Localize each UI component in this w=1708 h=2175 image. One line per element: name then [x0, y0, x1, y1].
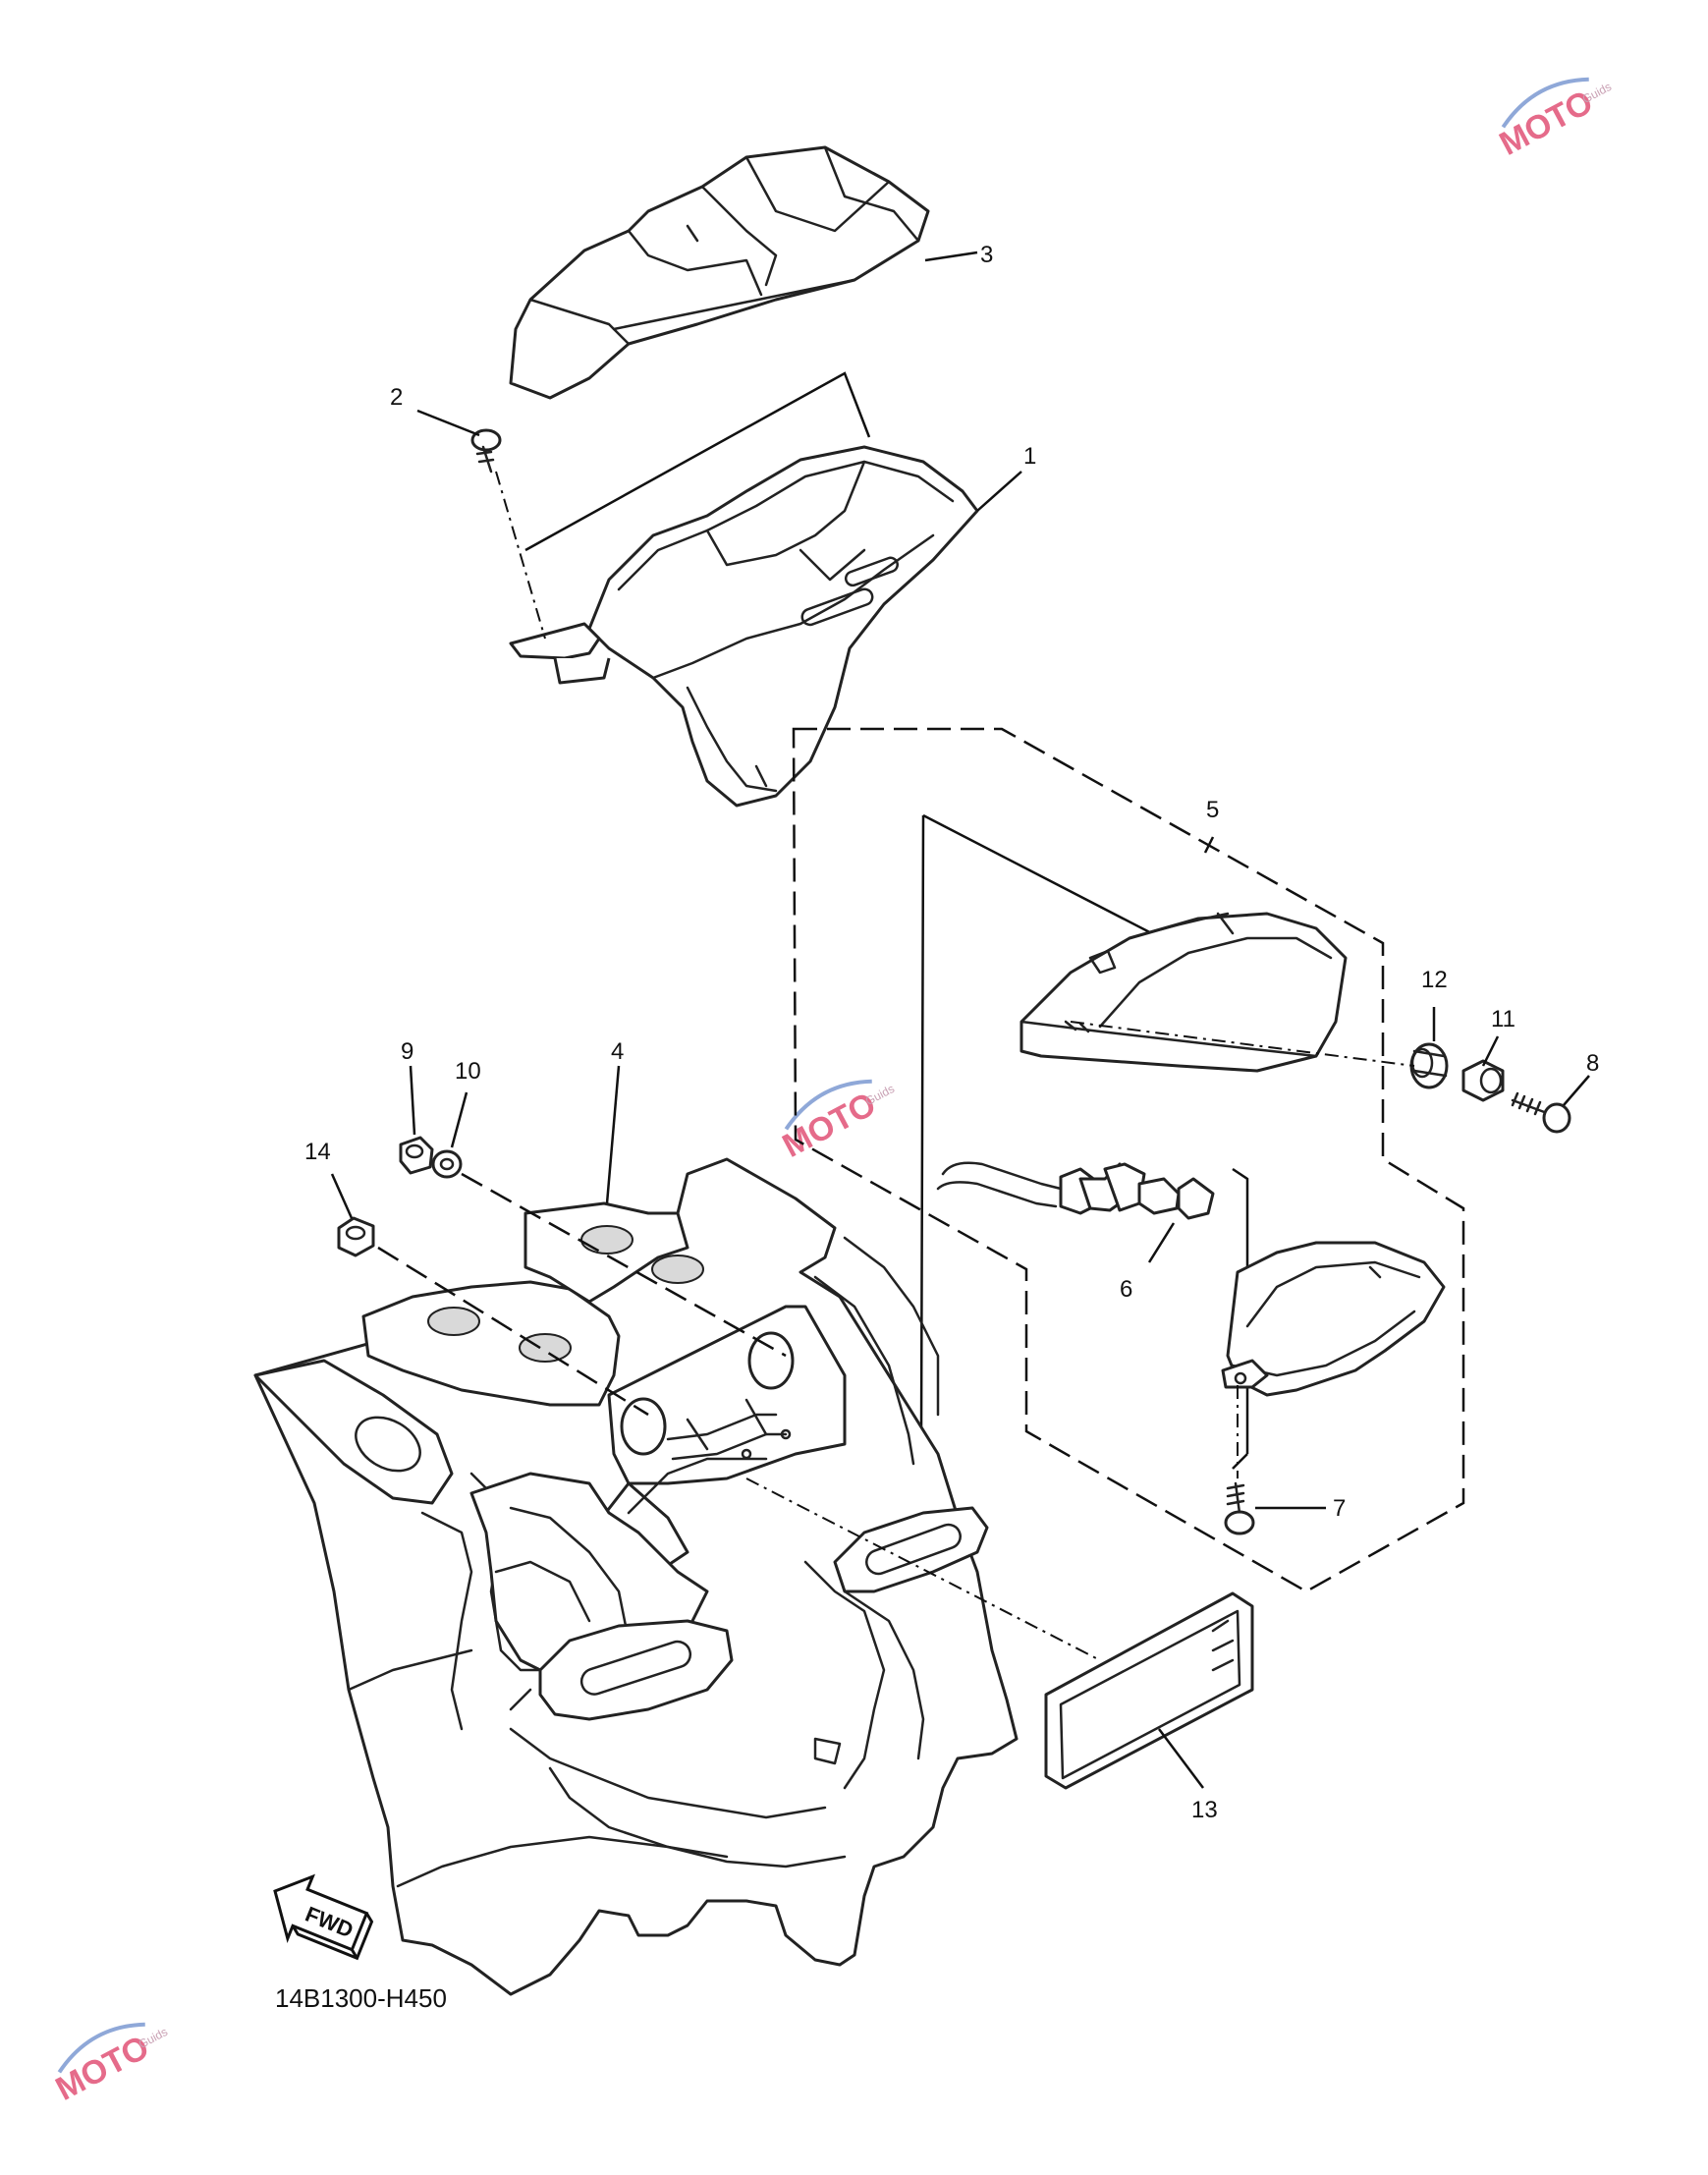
assembly-line-9-10: [461, 1172, 787, 1358]
part-14-nut: [337, 1216, 375, 1257]
callout-14: 14: [304, 1139, 331, 1165]
callout-3: 3: [980, 242, 993, 268]
callout-leaders: [330, 251, 1590, 1789]
callout-6: 6: [1120, 1276, 1132, 1303]
assembly-5-boundary: [792, 727, 1465, 1593]
callout-7: 7: [1333, 1495, 1346, 1522]
callout-5: 5: [1206, 797, 1219, 823]
callout-9: 9: [401, 1038, 413, 1065]
part-8-screw: [1511, 1091, 1571, 1134]
callout-13: 13: [1191, 1797, 1218, 1823]
part-7-screw: [1224, 1481, 1255, 1535]
watermark-top-right: MOTO Guids: [1494, 77, 1614, 163]
part-10-washer: [431, 1149, 463, 1179]
part-6-bulb-socket: [936, 1161, 1215, 1220]
callout-2: 2: [390, 384, 403, 411]
assembly-line-upper: [495, 471, 546, 640]
watermark-center: MOTO Guids: [777, 1079, 897, 1165]
part-13-reflector: [1044, 1591, 1254, 1790]
part-9-nut: [399, 1136, 434, 1175]
callout-10: 10: [455, 1058, 481, 1085]
assembly-line-13: [745, 1478, 1101, 1661]
cover-to-housing-line: [524, 371, 871, 552]
diagram-code: 14B1300-H450: [275, 1983, 447, 2013]
part-12-grommet: [1409, 1042, 1449, 1089]
tail-lamp-lens: [1019, 912, 1348, 1073]
watermark-subtext: Guids: [1580, 80, 1614, 106]
watermark-subtext-center: Guids: [863, 1082, 897, 1108]
fwd-arrow: FWD: [273, 1873, 374, 1961]
callout-1: 1: [1023, 443, 1036, 470]
watermark-subtext-bottom: Guids: [137, 2025, 170, 2051]
watermark-bottom-left: MOTO Guids: [50, 2022, 170, 2108]
part-1-housing: [509, 445, 979, 808]
callout-4: 4: [611, 1038, 624, 1065]
part-4-fender: [253, 1157, 1019, 1996]
assembly-line-14: [377, 1246, 649, 1417]
lamp-base: [1221, 1241, 1446, 1397]
assembly-5-inner-lines: [919, 813, 1249, 1470]
callout-12: 12: [1421, 967, 1448, 993]
part-2-screw: [470, 428, 502, 474]
assembly-line-lamp: [1070, 1021, 1415, 1067]
callout-11: 11: [1491, 1006, 1515, 1032]
part-3-cover: [509, 145, 930, 400]
part-11-collar: [1461, 1059, 1505, 1102]
callout-8: 8: [1586, 1050, 1599, 1077]
